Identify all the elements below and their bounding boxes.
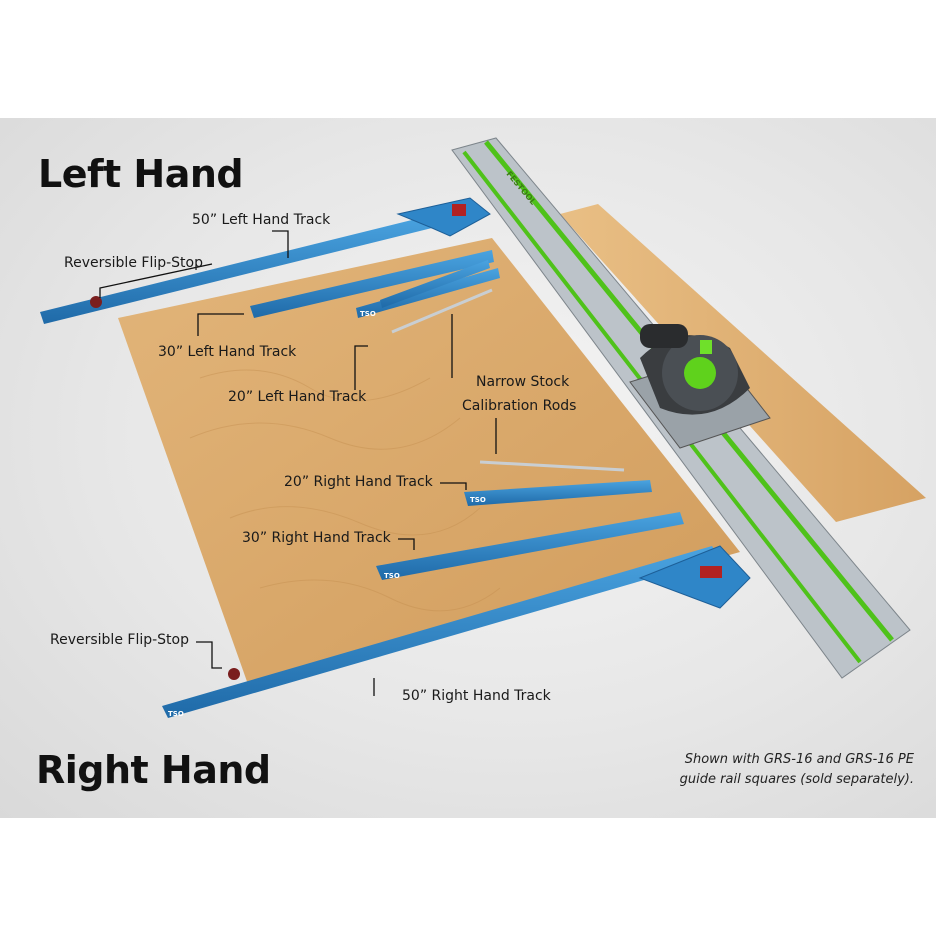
footnote-line2: guide rail squares (sold separately). <box>679 772 914 787</box>
track-logo-right-20: TSO <box>470 496 486 504</box>
heading-right-hand: Right Hand <box>36 748 271 792</box>
label-right-flip-stop: Reversible Flip-Stop <box>50 632 189 648</box>
label-left-flip-stop: Reversible Flip-Stop <box>64 255 203 271</box>
leader-left-20 <box>354 345 368 390</box>
square-left <box>396 197 491 237</box>
footnote: Shown with GRS-16 and GRS-16 PE guide ra… <box>680 750 914 790</box>
square-right <box>638 545 751 609</box>
track-50-left <box>40 216 432 324</box>
back-board <box>560 204 926 522</box>
circular-saw <box>629 324 771 449</box>
label-left-50: 50” Left Hand Track <box>192 212 331 228</box>
track-30-right <box>376 512 684 580</box>
label-right-50: 50” Right Hand Track <box>402 688 551 704</box>
track-20-left-b <box>380 260 490 308</box>
track-20-right <box>464 480 652 506</box>
track-30-left <box>250 250 494 318</box>
label-right-20: 20” Right Hand Track <box>284 474 433 490</box>
leader-lines <box>99 230 497 696</box>
track-20-left-a <box>356 268 500 318</box>
leader-left-flip <box>99 263 213 298</box>
track-logo-right-30: TSO <box>384 572 400 580</box>
label-rods-line2: Calibration Rods <box>462 398 577 414</box>
stop-red-left <box>452 204 466 216</box>
label-left-30: 30” Left Hand Track <box>158 344 297 360</box>
footnote-line1: Shown with GRS-16 and GRS-16 PE <box>684 752 914 767</box>
label-rods-line1: Narrow Stock <box>476 374 570 390</box>
leader-right-flip <box>196 641 222 669</box>
label-right-30: 30” Right Hand Track <box>242 530 391 546</box>
track-logo-left: TSO <box>360 310 376 318</box>
flip-stop-left <box>90 296 102 308</box>
flip-stop-right <box>228 668 240 680</box>
leader-right-20 <box>440 482 467 490</box>
track-50-right <box>162 546 720 718</box>
calibration-rod-1 <box>391 288 493 334</box>
product-diagram: TSO TSO TSO TSO FESTOOL Left Hand Right … <box>0 118 936 818</box>
stop-red-right <box>700 566 722 578</box>
wood-grain <box>189 369 501 612</box>
leader-left-30 <box>197 313 244 336</box>
plywood-sheet <box>118 238 740 690</box>
leader-right-30 <box>398 538 415 550</box>
track-logo-right-50: TSO <box>168 710 184 718</box>
calibration-rod-2 <box>479 460 625 472</box>
leader-left-50 <box>272 230 289 258</box>
label-left-20: 20” Left Hand Track <box>228 389 367 405</box>
heading-left-hand: Left Hand <box>38 152 244 196</box>
diagram-artwork: TSO TSO TSO TSO FESTOOL <box>40 137 926 718</box>
